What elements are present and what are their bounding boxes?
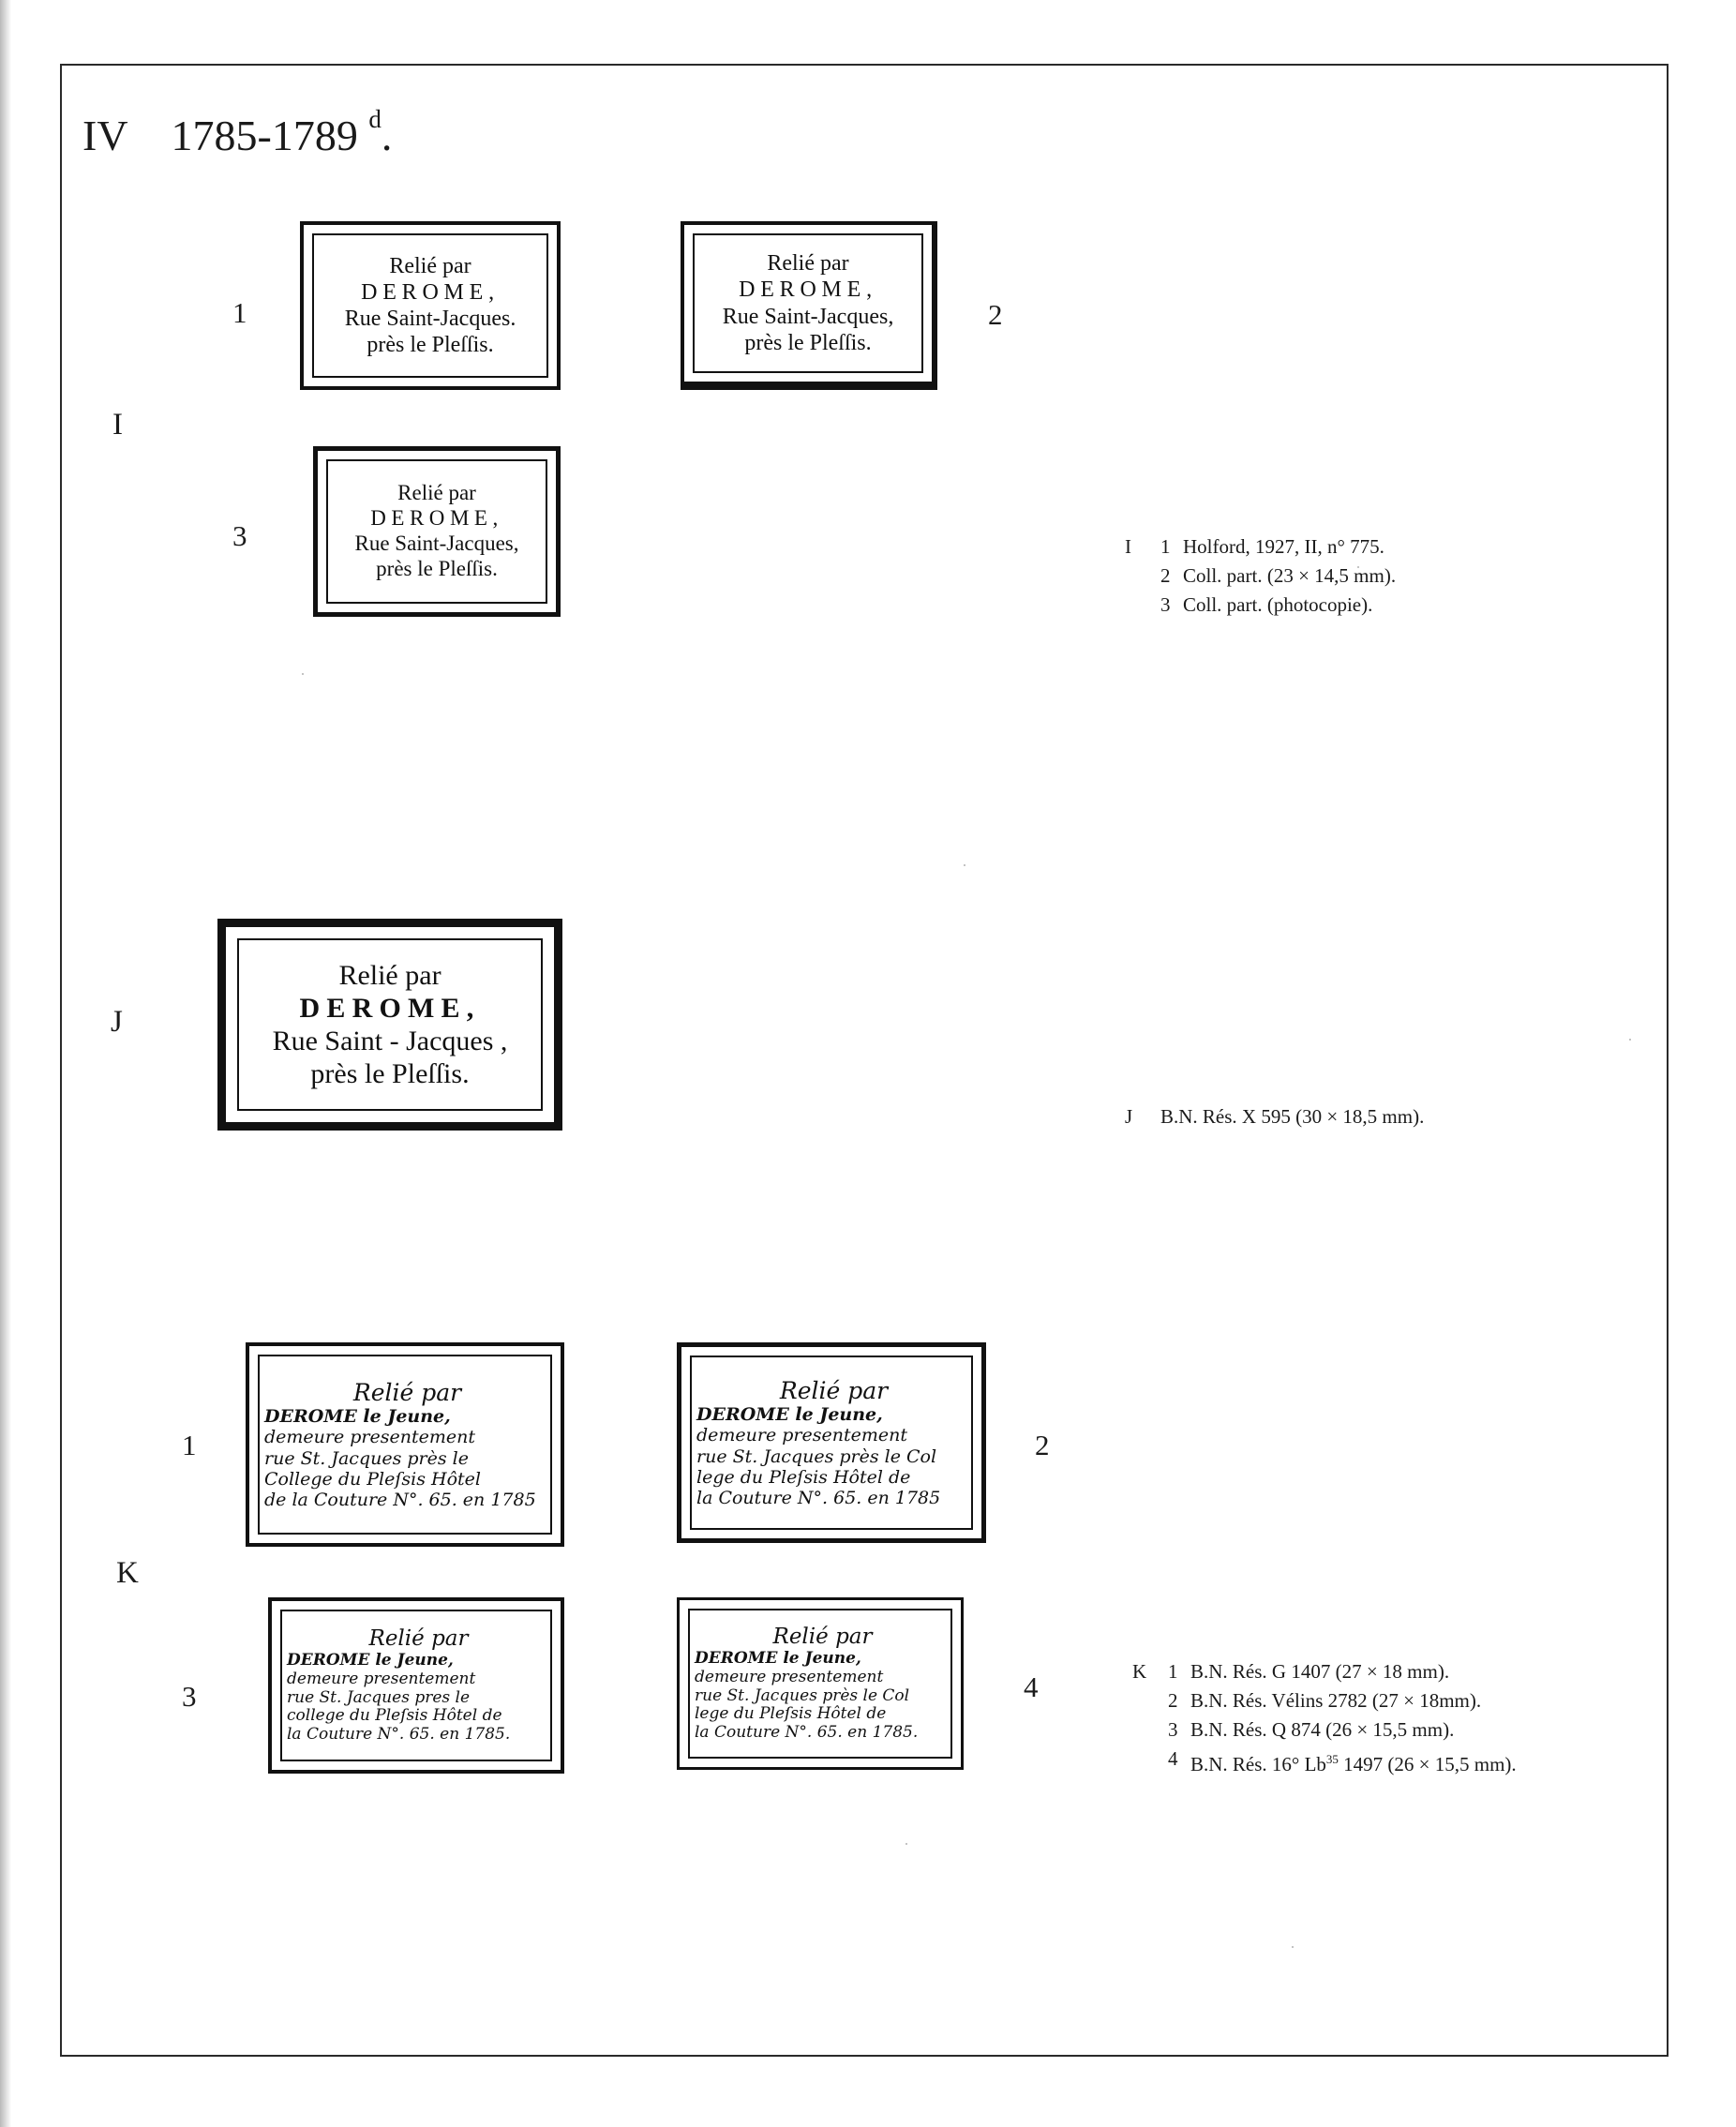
scan-speck bbox=[964, 864, 965, 866]
label-number-k3: 3 bbox=[182, 1680, 197, 1713]
label-line: Relié par bbox=[772, 1624, 873, 1649]
label-line: de la Couture N°. 65. en 1785 bbox=[264, 1489, 536, 1510]
label-i3: Relié par DEROME, Rue Saint-Jacques, prè… bbox=[313, 446, 561, 617]
label-line: DEROME le Jeune, bbox=[287, 1650, 454, 1670]
label-line: lege du Pleſsis Hôtel de bbox=[695, 1704, 887, 1724]
scan-speck bbox=[905, 1843, 907, 1845]
label-line: près le Pleſſis. bbox=[367, 333, 494, 358]
scan-speck bbox=[302, 673, 304, 675]
heading-period: . bbox=[381, 112, 393, 159]
note-number: 3 bbox=[1160, 593, 1171, 616]
label-line: près le Pleſſis. bbox=[310, 1058, 470, 1090]
page-heading: IV 1785-1789 d. bbox=[82, 105, 393, 160]
note-group: J bbox=[1125, 1105, 1133, 1128]
label-line: près le Pleſſis. bbox=[744, 330, 872, 355]
label-line: rue St. Jacques près le Col bbox=[695, 1685, 910, 1705]
note-number: 2 bbox=[1160, 564, 1171, 587]
page-edge-shadow bbox=[0, 0, 11, 2127]
label-line: demeure presentement bbox=[696, 1425, 908, 1446]
note-text-main: B.N. Rés. 16° Lb bbox=[1190, 1753, 1326, 1775]
scan-speck bbox=[1292, 1946, 1294, 1948]
label-number-i2: 2 bbox=[988, 298, 1003, 331]
label-line: rue St. Jacques près le Col bbox=[696, 1445, 937, 1467]
label-k1: Relié par DEROME le Jeune, demeure prese… bbox=[246, 1342, 564, 1547]
label-number-i1: 1 bbox=[232, 296, 247, 329]
note-text: Coll. part. (23 × 14,5 mm). bbox=[1183, 564, 1397, 587]
label-line: la Couture N°. 65. en 1785. bbox=[287, 1725, 511, 1745]
heading-superscript: d bbox=[368, 105, 382, 133]
label-line: DEROME, bbox=[739, 277, 877, 303]
label-line: college du Pleſsis Hôtel de bbox=[287, 1706, 502, 1726]
label-line: Relié par bbox=[397, 481, 476, 505]
note-number: 1 bbox=[1168, 1660, 1178, 1683]
note-number: 2 bbox=[1168, 1689, 1178, 1712]
note-text: B.N. Rés. Q 874 (26 × 15,5 mm). bbox=[1190, 1718, 1455, 1741]
label-i1: Relié par DEROME, Rue Saint-Jacques. prè… bbox=[300, 221, 561, 390]
label-line: DEROME le Jeune, bbox=[695, 1648, 861, 1668]
label-number-k4: 4 bbox=[1024, 1670, 1039, 1703]
label-line: Rue Saint-Jacques, bbox=[354, 532, 519, 555]
label-line: lege du Pleſsis Hôtel de bbox=[696, 1466, 911, 1488]
label-number-k1: 1 bbox=[182, 1429, 197, 1461]
note-text: Holford, 1927, II, n° 775. bbox=[1183, 535, 1384, 558]
note-text: Coll. part. (photocopie). bbox=[1183, 593, 1373, 616]
label-line: DEROME le Jeune, bbox=[696, 1404, 883, 1426]
label-line: demeure presentement bbox=[695, 1667, 884, 1686]
label-line: DEROME, bbox=[299, 992, 481, 1024]
note-text: B.N. Rés. X 595 (30 × 18,5 mm). bbox=[1160, 1105, 1425, 1128]
heading-roman: IV bbox=[82, 112, 128, 159]
label-line: Rue Saint-Jacques. bbox=[344, 307, 516, 331]
note-text: B.N. Rés. Vélins 2782 (27 × 18mm). bbox=[1190, 1689, 1482, 1712]
label-line: DEROME le Jeune, bbox=[264, 1406, 451, 1428]
label-line: rue St. Jacques pres le bbox=[287, 1687, 471, 1707]
label-line: Rue Saint-Jacques, bbox=[722, 304, 894, 329]
label-line: Relié par bbox=[779, 1376, 889, 1404]
note-number: 1 bbox=[1160, 535, 1171, 558]
note-group: I bbox=[1125, 535, 1131, 558]
page-frame bbox=[60, 64, 1669, 2057]
group-label-i: I bbox=[112, 408, 123, 442]
scan-speck bbox=[1357, 566, 1359, 568]
label-line: demeure presentement bbox=[287, 1669, 476, 1688]
heading-dates: 1785-1789 bbox=[171, 112, 358, 159]
group-label-j: J bbox=[111, 1005, 123, 1039]
group-label-k: K bbox=[116, 1556, 139, 1590]
label-i2: Relié par DEROME, Rue Saint-Jacques, prè… bbox=[681, 221, 937, 390]
note-number: 4 bbox=[1168, 1747, 1178, 1770]
label-line: demeure presentement bbox=[264, 1427, 476, 1448]
label-line: College du Pleſsis Hôtel bbox=[264, 1468, 481, 1490]
label-line: Relié par bbox=[338, 959, 441, 991]
label-line: Relié par bbox=[368, 1625, 469, 1651]
label-line: Relié par bbox=[767, 251, 849, 277]
label-line: la Couture N°. 65. en 1785 bbox=[696, 1487, 941, 1508]
note-text: B.N. Rés. 16° Lb35 1497 (26 × 15,5 mm). bbox=[1190, 1745, 1517, 1779]
note-text-tail: 1497 (26 × 15,5 mm). bbox=[1338, 1753, 1517, 1775]
label-line: près le Pleſſis. bbox=[376, 556, 498, 580]
label-k2: Relié par DEROME le Jeune, demeure prese… bbox=[677, 1342, 986, 1543]
label-number-k2: 2 bbox=[1035, 1429, 1050, 1461]
label-k3: Relié par DEROME le Jeune, demeure prese… bbox=[268, 1597, 564, 1774]
label-line: Relié par bbox=[389, 253, 471, 278]
scan-speck bbox=[1629, 1039, 1631, 1041]
label-line: rue St. Jacques près le bbox=[264, 1447, 469, 1469]
label-line: DEROME, bbox=[370, 506, 503, 531]
label-j: Relié par DEROME, Rue Saint - Jacques , … bbox=[217, 919, 562, 1131]
label-line: Relié par bbox=[352, 1378, 462, 1406]
label-number-i3: 3 bbox=[232, 519, 247, 552]
label-line: Rue Saint - Jacques , bbox=[272, 1026, 508, 1056]
note-superscript: 35 bbox=[1325, 1752, 1339, 1766]
label-line: DEROME, bbox=[361, 279, 500, 305]
note-text: B.N. Rés. G 1407 (27 × 18 mm). bbox=[1190, 1660, 1450, 1683]
note-number: 3 bbox=[1168, 1718, 1178, 1741]
label-k4: Relié par DEROME le Jeune, demeure prese… bbox=[677, 1597, 964, 1770]
label-line: la Couture N°. 65. en 1785. bbox=[695, 1723, 919, 1743]
note-group: K bbox=[1132, 1660, 1147, 1683]
